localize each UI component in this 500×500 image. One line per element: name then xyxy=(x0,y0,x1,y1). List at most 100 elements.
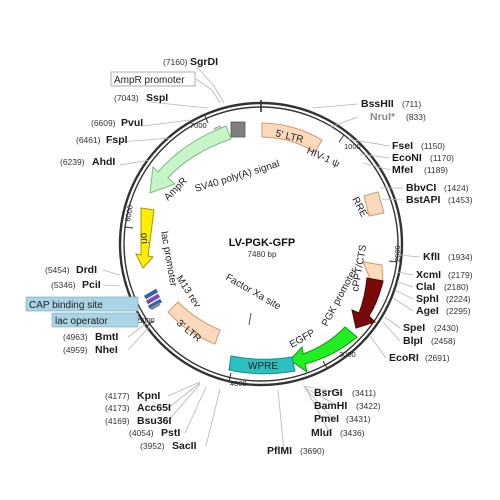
tick-7000 xyxy=(204,115,209,124)
tick-label-5000: 5000 xyxy=(138,316,155,325)
ampr-arrow xyxy=(149,125,232,194)
site-pos-bstapi: (1453) xyxy=(448,195,473,205)
tick-label-6000: 6000 xyxy=(123,204,135,222)
ltr3-feature xyxy=(167,301,221,345)
site-name-bsu36i: Bsu36I xyxy=(137,415,172,427)
site-pos-ecori: (2691) xyxy=(425,353,450,363)
site-pos-bamhi: (3422) xyxy=(356,401,381,411)
tick-label-4000: 4000 xyxy=(230,379,247,388)
site-pos-kpni: (4177) xyxy=(105,391,130,401)
site-name-bsshii: BssHII xyxy=(361,98,394,110)
site-pos-bsshii: (711) xyxy=(402,99,421,109)
pgk-promoter-arrow xyxy=(351,277,384,329)
site-pos-kfli: (1934) xyxy=(448,252,473,262)
site-name-nrui: NruI* xyxy=(370,111,396,123)
sv40-polya-label: SV40 poly(A) signal xyxy=(194,159,281,195)
site-pos-sspi: (7043) xyxy=(114,93,139,103)
site-pos-bbvci: (1424) xyxy=(444,183,469,193)
site-name-fspi: FspI xyxy=(106,134,128,146)
cap-site-box xyxy=(25,296,139,312)
site-pos-xcmi: (2179) xyxy=(448,270,473,280)
site-name-sgrdi: SgrDI xyxy=(190,56,218,68)
site-pos-sphi: (2224) xyxy=(446,294,471,304)
site-pos-bmti: (4963) xyxy=(63,332,88,342)
site-name-mfei: MfeI xyxy=(392,164,413,176)
tick-1000 xyxy=(338,134,345,143)
site-name-drdi: DrdI xyxy=(76,264,97,276)
site-name-blpi: BlpI xyxy=(403,335,423,347)
lac-promoter-label: lac promoter xyxy=(158,231,179,288)
site-name-sspi: SspI xyxy=(146,92,168,104)
site-name-pmei: PmeI xyxy=(314,413,339,425)
factor-xa-site-marker xyxy=(248,312,252,326)
tick-6000 xyxy=(124,226,134,229)
wpre-label: WPRE xyxy=(248,361,278,372)
site-pos-fspi: (6461) xyxy=(76,135,101,145)
site-name-bmti: BmtI xyxy=(95,331,118,343)
site-pos-sacii: (3952) xyxy=(140,441,165,451)
site-name-xcmi: XcmI xyxy=(416,269,441,281)
site-pos-acc65i: (4173) xyxy=(105,403,130,413)
site-pos-pmei: (3431) xyxy=(346,414,371,424)
site-pos-ahdi: (6239) xyxy=(60,157,85,167)
site-name-sacii: SacII xyxy=(172,440,197,452)
site-name-pcii: PciI xyxy=(82,279,101,291)
site-pos-fsei: (1150) xyxy=(421,141,445,151)
site-name-econi: EcoNI xyxy=(392,152,422,164)
tick-5000 xyxy=(146,320,154,327)
site-name-bbvci: BbvCI xyxy=(406,182,436,194)
tick-label-7000: 7000 xyxy=(190,121,207,130)
factor-xa-label: Factor Xa site xyxy=(224,272,283,313)
site-name-ahdi: AhdI xyxy=(92,156,115,168)
site-name-ecori: EcoRI xyxy=(389,352,419,364)
site-pos-pvui: (6609) xyxy=(91,118,116,128)
egfp-arrow xyxy=(289,326,358,374)
site-pos-bsrgi: (3411) xyxy=(352,388,376,398)
site-pos-mfei: (1189) xyxy=(424,165,448,175)
site-pos-sgrdi: (7160) xyxy=(163,57,188,67)
lac-operator-cap-features xyxy=(143,288,163,311)
site-name-bsrgi: BsrGI xyxy=(314,387,343,399)
tick-label-1000: 1000 xyxy=(344,142,361,151)
site-name-spei: SpeI xyxy=(403,322,425,334)
cap-site-label: CAP binding site xyxy=(29,300,103,311)
sv40-polya-feature xyxy=(230,121,246,138)
egfp-label: EGFP xyxy=(288,327,317,350)
site-name-fsei: FseI xyxy=(392,140,413,152)
site-name-sphi: SphI xyxy=(416,293,439,305)
site-pos-pcii: (5346) xyxy=(51,280,76,290)
site-pos-blpi: (2458) xyxy=(431,336,456,346)
site-name-acc65i: Acc65I xyxy=(137,402,171,414)
ampr-promoter-box xyxy=(110,71,196,87)
tick-label-2000: 2000 xyxy=(393,245,402,262)
tick-2000 xyxy=(388,260,398,263)
site-pos-agei: (2295) xyxy=(446,306,471,316)
ori-label: ori xyxy=(138,232,150,244)
lac-operator-label: lac operator xyxy=(55,316,108,327)
site-pos-econi: (1170) xyxy=(430,153,454,163)
site-name-bamhi: BamHI xyxy=(314,400,347,412)
plasmid-length: 7480 bp xyxy=(248,250,277,259)
ori-arrow xyxy=(135,207,155,269)
lac-operator-box xyxy=(51,312,139,328)
hiv-psi-label: HIV-1 ψ xyxy=(305,146,341,170)
site-pos-psti: (4054) xyxy=(129,428,154,438)
ltr5-feature xyxy=(261,122,323,153)
site-pos-clai: (2180) xyxy=(444,282,469,292)
tick-label-3000: 3000 xyxy=(339,350,356,359)
site-name-pflmi: PflMI xyxy=(267,445,292,457)
site-name-kfli: KflI xyxy=(423,251,440,263)
site-name-pvui: PvuI xyxy=(121,117,143,129)
site-pos-pflmi: (3690) xyxy=(300,446,325,456)
site-pos-bsu36i: (4169) xyxy=(105,416,130,426)
site-name-psti: PstI xyxy=(161,427,180,439)
leader-lines xyxy=(102,65,421,452)
tick-4000 xyxy=(228,372,232,382)
rre-feature xyxy=(363,191,385,217)
site-name-clai: ClaI xyxy=(416,281,435,293)
ampr-promoter-label: AmpR promoter xyxy=(114,75,185,86)
site-name-nhei: NheI xyxy=(95,344,118,356)
site-pos-nrui: (833) xyxy=(406,112,426,122)
